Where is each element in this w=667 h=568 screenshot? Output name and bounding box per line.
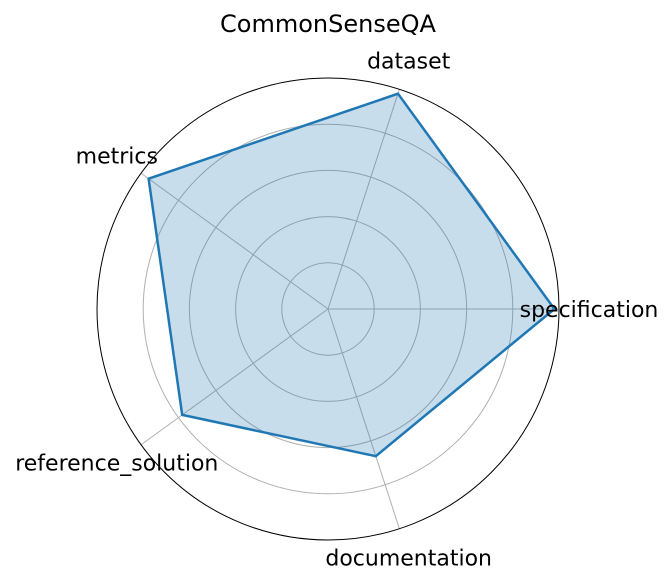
axis-labels: specification dataset metrics reference_sol… [15, 50, 658, 568]
data-point-metrics [147, 177, 150, 180]
spoke-metrics [140, 172, 329, 310]
chart-title: CommonSenseQA [220, 10, 436, 38]
axis-label-reference-solution: reference_solution [15, 451, 218, 476]
data-point-reference_solution [181, 413, 184, 417]
data-point-documentation [374, 454, 378, 458]
series-line-1 [147, 92, 556, 458]
spoke-dataset [327, 89, 400, 310]
outer-frame [96, 77, 560, 541]
data-point-specification [553, 307, 556, 311]
axis-label-metrics: metrics [76, 145, 158, 170]
data-point-dataset [396, 92, 400, 95]
axis-label-documentation: documentation [325, 546, 492, 568]
series-fill-1 [148, 93, 555, 457]
radar-series [147, 92, 556, 458]
spoke-reference_solution [140, 308, 329, 446]
axis-label-specification: specification [520, 298, 659, 323]
spoke-documentation [327, 308, 400, 529]
axis-label-dataset: dataset [367, 50, 451, 75]
radar-grid [96, 77, 560, 541]
